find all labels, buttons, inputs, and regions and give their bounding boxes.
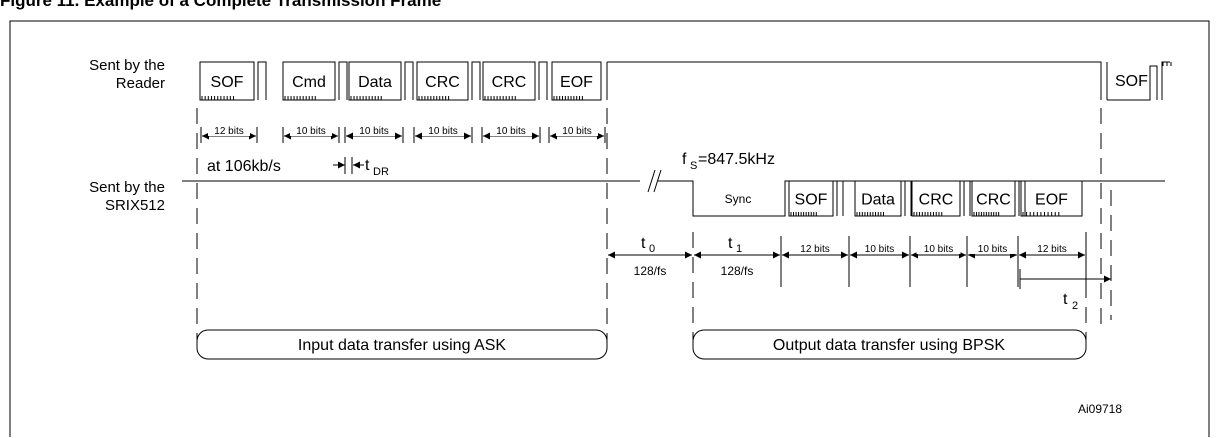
tag-bits-4: 12 bits [1017, 236, 1087, 287]
reader-field-data-2: Data [348, 61, 402, 101]
tag-bits-label-2: 10 bits [924, 244, 953, 255]
tag-waveform [182, 169, 1165, 217]
reader-field-crc-4: CRC [482, 61, 536, 101]
tag-label-line1: Sent by the [89, 179, 165, 196]
reader-bits-label-3: 10 bits [428, 126, 457, 137]
reader-bits-1: 10 bits [282, 124, 340, 143]
reader-field-sof-0-label: SOF [211, 74, 244, 91]
tag-bits-0: 12 bits [780, 236, 850, 287]
reader-label-line2: Reader [116, 75, 165, 92]
input-phase-label: Input data transfer using ASK [298, 337, 506, 354]
tdr-label: t [365, 157, 370, 174]
tag-field-data-1-label: Data [861, 192, 895, 209]
output-phase-box: Output data transfer using BPSK [692, 329, 1087, 360]
figure-border [9, 20, 1210, 437]
reader-field-crc-3-label: CRC [425, 74, 460, 91]
tdr-subscript: DR [373, 166, 389, 178]
carrier-frequency-label: f S =847.5kHz [682, 151, 775, 172]
tag-field-crc-2-label: CRC [919, 192, 954, 209]
tag-bits-label-3: 10 bits [978, 244, 1007, 255]
reader-field-cmd-1-label: Cmd [292, 74, 326, 91]
reader-field-crc-4-label: CRC [492, 74, 527, 91]
reader-rate-label: at 106kb/s [207, 158, 281, 175]
tag-field-eof-4: EOF [1020, 180, 1083, 217]
output-phase-label: Output data transfer using BPSK [773, 337, 1005, 354]
reader-field-crc-3: CRC [416, 61, 469, 101]
tag-bits-label-0: 12 bits [800, 244, 829, 255]
input-phase-box: Input data transfer using ASK [196, 329, 608, 360]
t1-value: 128/fs [721, 264, 754, 278]
t2-label: t [1063, 291, 1068, 308]
reader-next-sof: SOF [1106, 61, 1172, 101]
reader-field-group: SOF Cmd Data CRC CRC EOF [199, 61, 602, 101]
reader-field-cmd-1: Cmd [282, 61, 336, 101]
sync-label: Sync [725, 192, 752, 206]
reader-bits-label-2: 10 bits [359, 126, 388, 137]
timing-t0: t 0 128/fs [608, 235, 692, 278]
reader-next-sof-label: SOF [1115, 73, 1148, 90]
reader-field-eof-5: EOF [551, 61, 602, 101]
reader-bits-2: 10 bits [344, 124, 404, 143]
t1-subscript: 1 [736, 243, 742, 255]
reader-bits-5: 10 bits [548, 124, 606, 143]
svg-text:=847.5kHz: =847.5kHz [698, 151, 775, 168]
t0-label: t [641, 235, 646, 252]
tag-field-crc-2: CRC [911, 180, 961, 217]
reader-label-line1: Sent by the [89, 57, 165, 74]
tag-bits-3: 10 bits [966, 236, 1019, 287]
reader-waveform [606, 61, 1102, 100]
figure-caption: Figure 11. Example of a Complete Transmi… [0, 0, 442, 10]
reader-bits-0: 12 bits [200, 124, 258, 143]
tag-bits-2: 10 bits [909, 236, 968, 287]
tag-field-crc-3: CRC [971, 180, 1016, 217]
t1-label: t [728, 235, 733, 252]
tag-field-crc-3-label: CRC [976, 192, 1011, 209]
tag-bits-1: 10 bits [848, 236, 911, 287]
t2-subscript: 2 [1072, 300, 1078, 312]
timing-t1: t 1 128/fs [694, 235, 780, 278]
t0-subscript: 0 [649, 243, 655, 255]
reader-field-data-2-label: Data [358, 74, 392, 91]
reader-field-sof-0: SOF [199, 61, 255, 101]
guide-lines [196, 108, 1112, 345]
tag-field-sof-0: SOF [788, 180, 834, 217]
svg-text:S: S [690, 160, 697, 172]
figure-id: Ai09718 [1078, 402, 1122, 416]
tag-field-group: SOF Data CRC CRC EOF [788, 180, 1083, 217]
svg-text:f: f [682, 151, 687, 168]
reader-bits-label-0: 12 bits [214, 126, 243, 137]
reader-bits-group: 12 bits 10 bits 10 bits 10 bits 10 bits 10 bi… [200, 124, 606, 143]
reader-bits-label-1: 10 bits [296, 126, 325, 137]
tag-field-sof-0-label: SOF [795, 192, 828, 209]
reader-bits-4: 10 bits [481, 124, 541, 143]
tag-bits-group: 12 bits 10 bits 10 bits 10 bits 12 bits [780, 236, 1087, 287]
reader-bits-label-4: 10 bits [496, 126, 525, 137]
tag-field-data-1: Data [854, 180, 902, 217]
tag-label-line2: SRIX512 [105, 197, 165, 214]
reader-bits-3: 10 bits [413, 124, 473, 143]
tag-field-eof-4-label: EOF [1035, 192, 1068, 209]
t0-value: 128/fs [634, 264, 667, 278]
reader-bits-label-5: 10 bits [562, 126, 591, 137]
tag-bits-label-4: 12 bits [1037, 244, 1066, 255]
timing-t2: t 2 [1019, 269, 1111, 312]
reader-field-eof-5-label: EOF [560, 74, 593, 91]
tdr-marker: t DR [333, 157, 389, 178]
tag-bits-label-1: 10 bits [865, 244, 894, 255]
